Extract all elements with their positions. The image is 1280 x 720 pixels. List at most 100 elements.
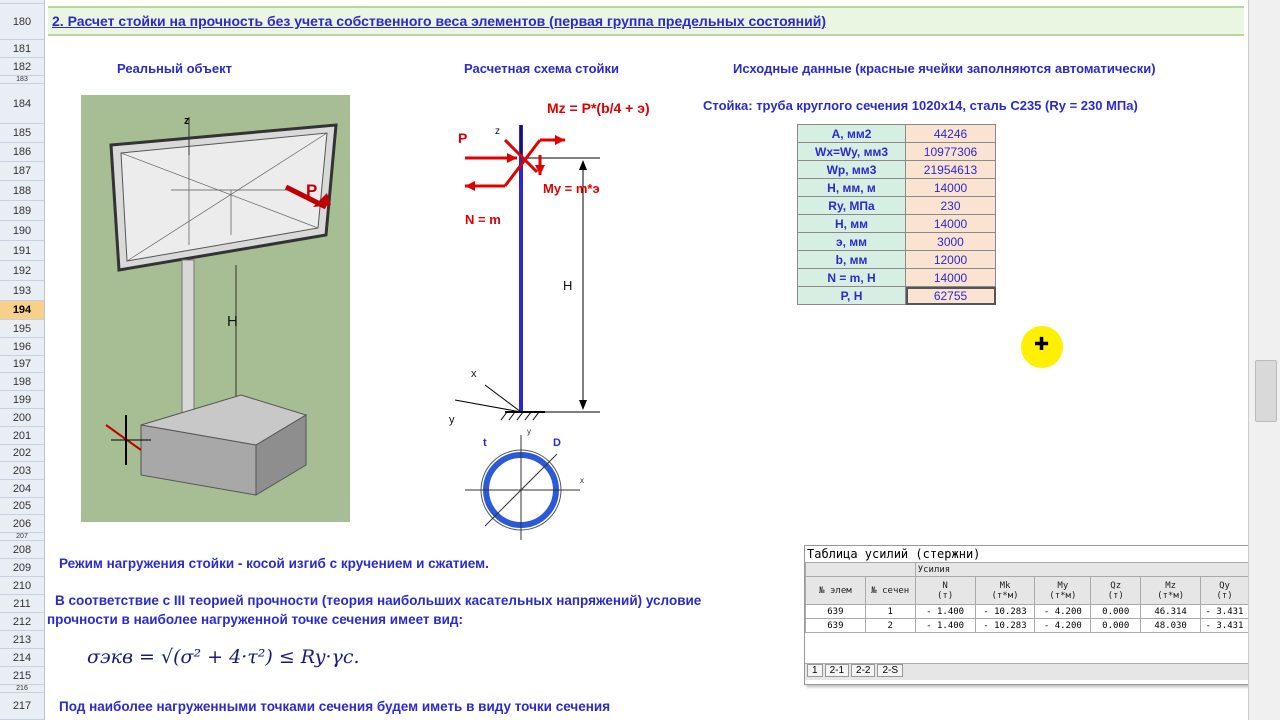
input-param-value[interactable]: 14000 [905, 214, 996, 233]
row-header[interactable]: 192 [0, 261, 44, 281]
forces-header-unit: (т*м) [1049, 590, 1077, 601]
forces-header-cell[interactable]: № элем [805, 576, 866, 605]
row-header[interactable]: 183 [0, 76, 44, 84]
forces-header-name: N [942, 580, 948, 591]
scheme-n-label: N = m [465, 212, 501, 227]
row-header[interactable]: 188 [0, 181, 44, 201]
row-header[interactable]: 184 [0, 84, 44, 124]
row-header[interactable]: 196 [0, 338, 44, 356]
input-param-value[interactable]: 21954613 [905, 160, 996, 179]
row-header[interactable]: 217 [0, 693, 44, 720]
input-param-name[interactable]: N = m, H [797, 268, 906, 287]
row-header[interactable]: 198 [0, 373, 44, 391]
row-header[interactable]: 211 [0, 595, 44, 613]
input-param-value[interactable]: 3000 [905, 232, 996, 251]
input-param-name[interactable]: P, H [797, 286, 906, 305]
row-header[interactable]: 202 [0, 445, 44, 462]
input-param-name[interactable]: H, мм, м [797, 178, 906, 197]
section-d-label: D [553, 437, 561, 449]
forces-header-cell[interactable]: Mk(т*м) [974, 576, 1036, 605]
row-header[interactable]: 180 [0, 4, 44, 40]
row-header[interactable]: 205 [0, 498, 44, 515]
forces-header-cell[interactable]: Qy(т) [1200, 576, 1249, 605]
row-header[interactable]: 181 [0, 40, 44, 58]
row-header[interactable]: 195 [0, 320, 44, 338]
row-header[interactable]: 214 [0, 649, 44, 667]
row-header[interactable]: 197 [0, 356, 44, 373]
scheme-my-label: My = m*э [543, 181, 600, 196]
row-header[interactable]: 189 [0, 201, 44, 221]
forces-header-unit: (т*м) [991, 590, 1019, 601]
row-header[interactable]: 187 [0, 162, 44, 181]
row-header[interactable]: 199 [0, 391, 44, 409]
forces-header-name: № сечен [871, 585, 910, 596]
text-loaded-points: Под наиболее нагруженными точками сечени… [59, 699, 611, 714]
crosshair-icon: ✚ [1034, 334, 1050, 354]
row-header[interactable]: 203 [0, 462, 44, 480]
forces-header-cell[interactable]: Qz(т) [1090, 576, 1142, 605]
input-param-value[interactable]: 44246 [905, 124, 996, 143]
forces-header-cell[interactable]: N(т) [914, 576, 976, 605]
row-header[interactable]: 213 [0, 631, 44, 649]
input-param-name[interactable]: Wx=Wy, мм3 [797, 142, 906, 161]
spreadsheet-area[interactable]: 2. Расчет стойки на прочность без учета … [45, 0, 1250, 720]
row-header[interactable]: 201 [0, 427, 44, 445]
row-header[interactable]: 185 [0, 124, 44, 143]
row-header[interactable]: 200 [0, 409, 44, 427]
row-header[interactable]: 193 [0, 281, 44, 301]
input-param-name[interactable]: Wp, мм3 [797, 160, 906, 179]
forces-header-cell[interactable]: Mz(т*м) [1140, 576, 1202, 605]
vertical-scrollbar[interactable] [1248, 0, 1280, 720]
input-param-value[interactable]: 12000 [905, 250, 996, 269]
row-header[interactable]: 186 [0, 143, 44, 162]
row-header[interactable]: 207 [0, 533, 44, 541]
forces-header-name: Qy [1219, 580, 1230, 591]
input-param-value[interactable]: 230 [905, 196, 996, 215]
input-param-name[interactable]: b, мм [797, 250, 906, 269]
forces-header-cell[interactable]: My(т*м) [1034, 576, 1092, 605]
sheet-tab[interactable]: 2-1 [824, 664, 850, 677]
label-design-scheme: Расчетная схема стойки [464, 61, 620, 76]
mouse-cursor-highlight: ✚ [1021, 326, 1063, 368]
row-header[interactable]: 182 [0, 58, 44, 76]
row-header[interactable]: 216 [0, 685, 44, 693]
forces-cell: 0.000 [1090, 618, 1142, 633]
forces-cell: 48.030 [1140, 618, 1202, 633]
sheet-tab[interactable]: 2-2 [851, 664, 876, 677]
input-param-name[interactable]: э, мм [797, 232, 906, 251]
text-loading-mode: Режим нагружения стойки - косой изгиб с … [59, 556, 489, 571]
input-param-value[interactable]: 14000 [905, 178, 996, 197]
sheet-tab[interactable]: 1 [807, 664, 823, 677]
row-header[interactable]: 179 [0, 0, 44, 4]
sheet-tab[interactable]: 2-S [877, 664, 904, 677]
scheme-x-label: x [471, 368, 477, 380]
input-param-name[interactable]: Ry, МПа [797, 196, 906, 215]
forces-header-cell[interactable]: № сечен [864, 576, 916, 605]
input-param-value[interactable]: 62755 [905, 286, 996, 305]
section-heading: 2. Расчет стойки на прочность без учета … [48, 6, 1244, 36]
input-param-name[interactable]: H, мм [797, 214, 906, 233]
row-header[interactable]: 212 [0, 613, 44, 631]
row-header[interactable]: 208 [0, 541, 44, 559]
forces-header-name: Mk [999, 580, 1011, 591]
row-header[interactable]: 210 [0, 577, 44, 595]
row-header[interactable]: 209 [0, 559, 44, 577]
forces-cell: 639 [805, 604, 866, 619]
input-param-value[interactable]: 14000 [905, 268, 996, 287]
row-header[interactable]: 206 [0, 515, 44, 533]
row-header[interactable]: 215 [0, 667, 44, 685]
row-header[interactable]: 190 [0, 221, 44, 241]
input-param-value[interactable]: 10977306 [905, 142, 996, 161]
row-header[interactable]: 194 [0, 301, 44, 320]
forces-cell: - 4.200 [1034, 604, 1092, 619]
row-header[interactable]: 204 [0, 480, 44, 498]
scrollbar-thumb[interactable] [1255, 360, 1277, 422]
input-param-name[interactable]: A, мм2 [797, 124, 906, 143]
row-header[interactable]: 191 [0, 241, 44, 261]
billboard-render-image[interactable]: H P z [81, 95, 350, 522]
forces-header-unit: (т) [1107, 590, 1124, 601]
